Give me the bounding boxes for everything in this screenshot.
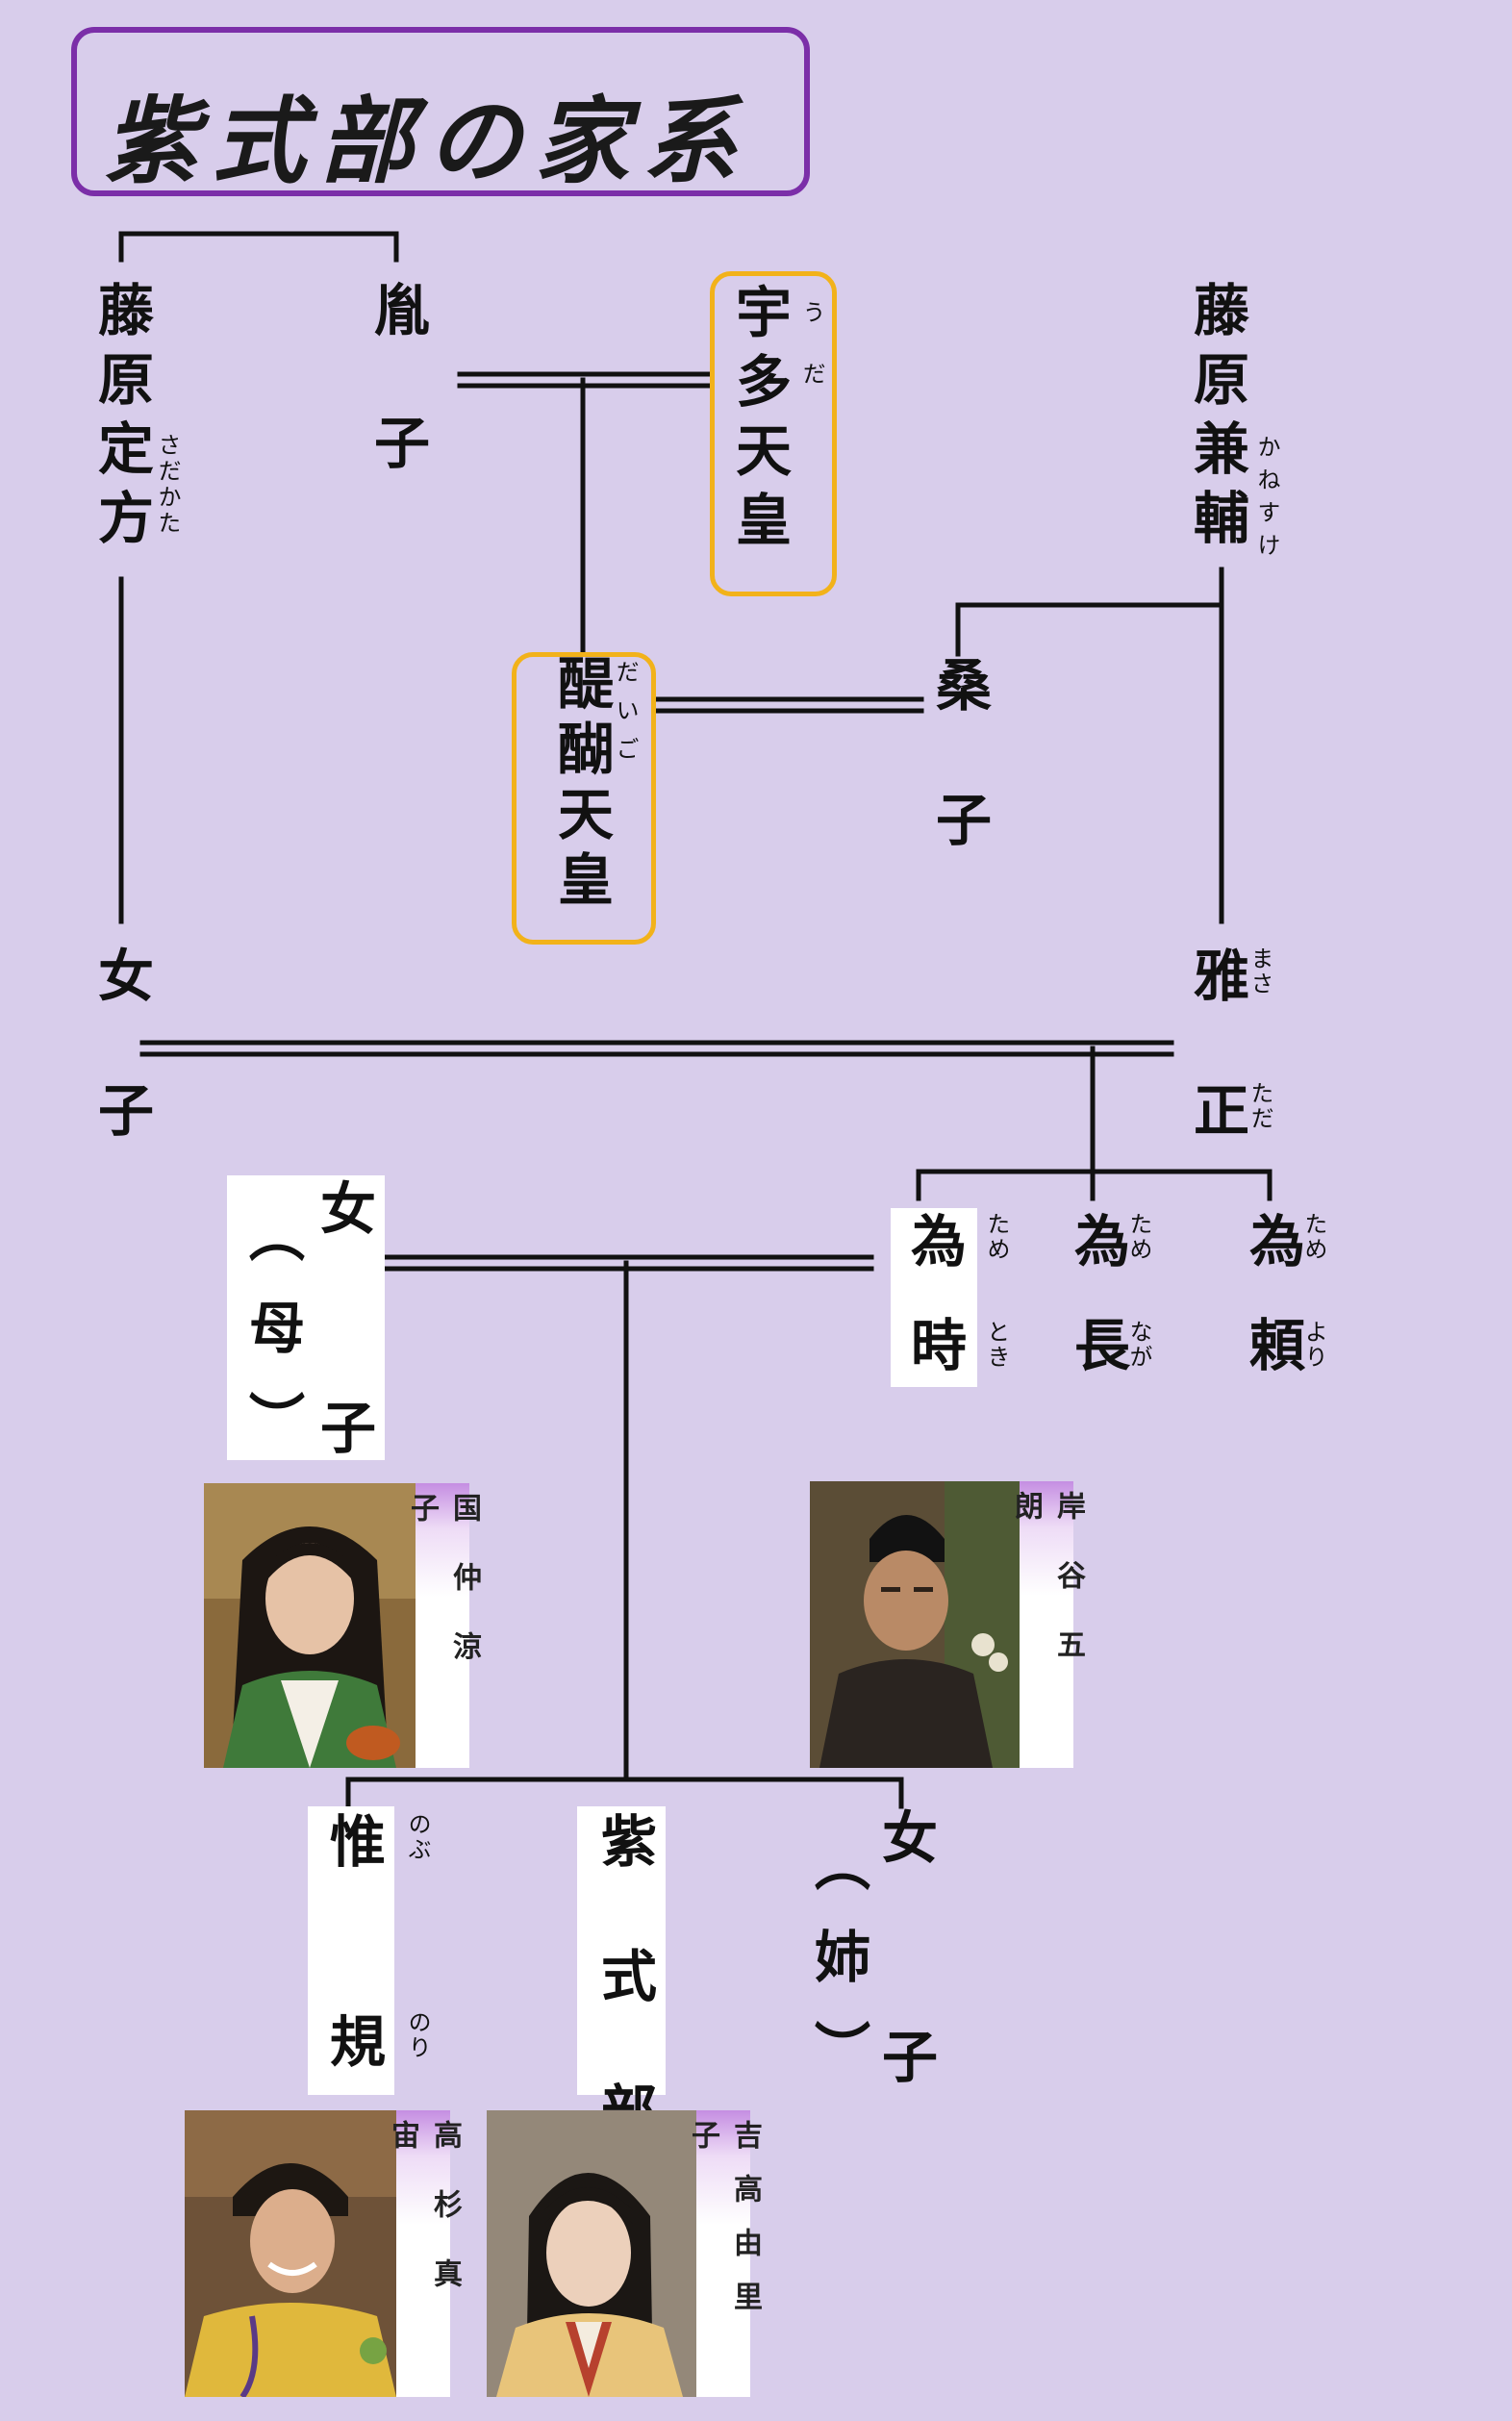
person-tametoki-name: 為時: [901, 1212, 967, 1420]
person-inko-name: 胤子: [365, 281, 430, 546]
person-tamenaga-name: 為長: [1065, 1212, 1130, 1420]
actor-photo-nobunori: [185, 2110, 396, 2397]
person-tameyori-name: 為頼: [1240, 1212, 1305, 1420]
person-daigo-name: 醍醐天皇: [548, 654, 614, 916]
actor-photo-father: [810, 1481, 1020, 1768]
person-kanesuke-name: 藤原兼輔: [1184, 281, 1249, 558]
tametoki-name-card: [891, 1208, 977, 1387]
person-kanesuke-reading: かねすけ: [1253, 435, 1280, 566]
person-uda-name: 宇多天皇: [726, 283, 792, 560]
person-sadakata-name: 藤原定方: [88, 281, 154, 558]
actor-caption-nobunori: 高杉真宙: [386, 2110, 462, 2397]
person-nobunori-reading-1: のぶ: [404, 1812, 431, 1862]
person-sadakata-reading: さだかた: [154, 433, 181, 537]
nobunori-name-card: [308, 1806, 394, 2095]
person-daigo-reading: だいご: [612, 660, 639, 775]
emperor-uda-highlight: [710, 271, 837, 596]
person-masatada-reading-1: まさ: [1247, 946, 1273, 996]
actor-caption-murasaki: 吉高由里子: [686, 2110, 762, 2397]
person-tametoki-reading-2: とき: [983, 1320, 1010, 1370]
person-tameyori-reading-2: より: [1300, 1320, 1327, 1370]
person-tameyori-reading-1: ため: [1300, 1212, 1327, 1262]
person-masatada-name: 雅正: [1184, 946, 1249, 1216]
title-frame: 紫式部の家系: [71, 27, 810, 197]
person-sister-name: 女子: [872, 1808, 938, 2247]
murasaki-name-card: [577, 1806, 666, 2095]
person-masatada-reading-2: ただ: [1247, 1081, 1273, 1131]
emperor-daigo-highlight: [512, 652, 656, 945]
actor-caption-father: 岸谷五朗: [1009, 1481, 1085, 1768]
actor-photo-mother: [204, 1483, 416, 1768]
person-tamenaga-reading-2: なが: [1125, 1320, 1152, 1370]
person-soko-name: 桑子: [926, 656, 992, 925]
mother-name-card: [227, 1175, 385, 1460]
person-uda-reading: うだ: [798, 300, 825, 423]
person-jyoshi-left-name: 女子: [88, 946, 154, 1216]
diagram-title: 紫式部の家系: [104, 87, 751, 197]
sibling-bracket-sadakata-inko: [118, 231, 399, 263]
actor-caption-mother: 国仲涼子: [405, 1483, 481, 1768]
person-mother-note: （母）: [239, 1206, 305, 1483]
person-sister-note: （姉）: [805, 1835, 870, 2112]
person-tamenaga-reading-1: ため: [1125, 1212, 1152, 1262]
person-nobunori-reading-2: のり: [404, 2010, 431, 2060]
actor-photo-murasaki: [487, 2110, 696, 2397]
person-tametoki-reading-1: ため: [983, 1212, 1010, 1262]
